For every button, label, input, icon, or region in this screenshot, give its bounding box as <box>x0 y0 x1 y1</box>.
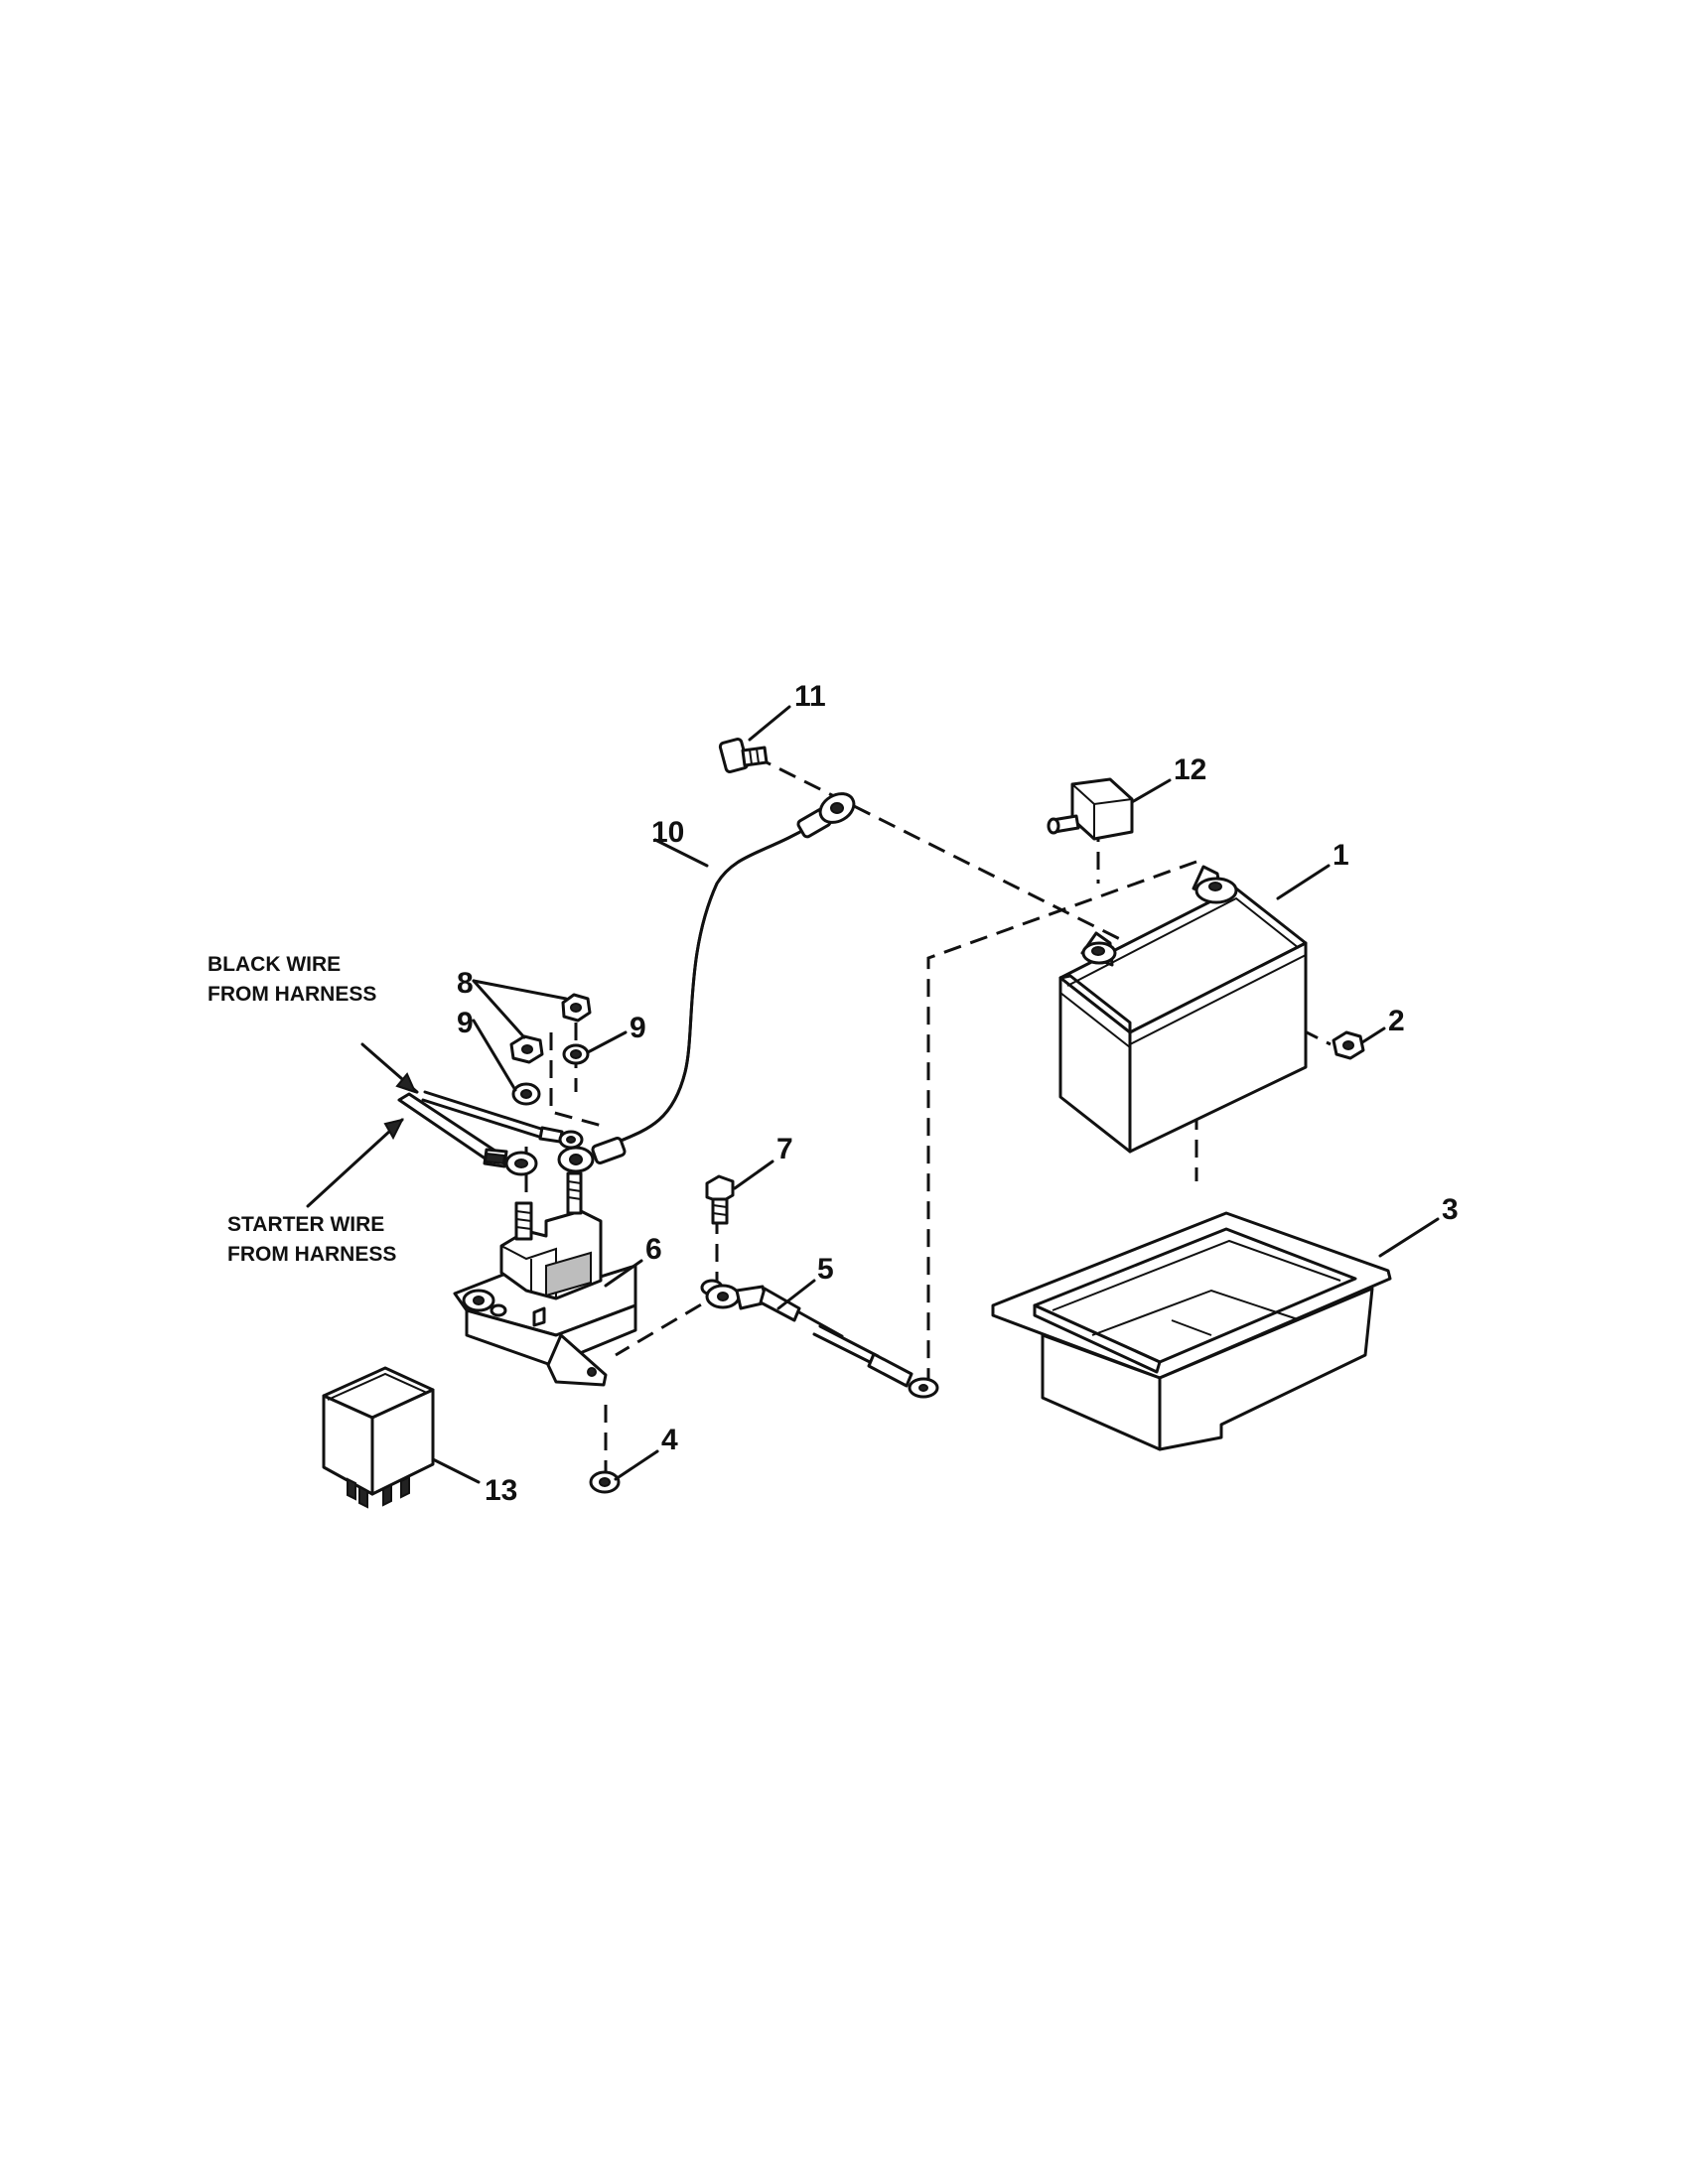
battery-tray-3 <box>991 1211 1392 1451</box>
wire-callouts: BLACK WIRE FROM HARNESS STARTER WIRE FRO… <box>208 953 396 1266</box>
label-6: 6 <box>645 1233 662 1266</box>
label-2: 2 <box>1388 1005 1405 1037</box>
washer-9-right <box>562 1043 590 1065</box>
starter-wire-label-line1: STARTER WIRE <box>227 1213 384 1236</box>
label-8: 8 <box>457 967 474 1000</box>
label-5: 5 <box>817 1253 834 1286</box>
black-wire <box>421 1090 584 1150</box>
label-4: 4 <box>661 1424 678 1456</box>
screw-7 <box>705 1174 735 1225</box>
terminal-boot-12 <box>1047 777 1134 841</box>
label-9-left: 9 <box>457 1007 474 1039</box>
part-number-labels: 11 12 1 2 3 10 7 5 6 4 13 8 9 9 <box>457 680 1459 1507</box>
hex-nut-2 <box>1332 1030 1365 1060</box>
label-3: 3 <box>1442 1193 1459 1226</box>
label-12: 12 <box>1174 753 1206 786</box>
label-1: 1 <box>1333 839 1349 872</box>
starter-wire <box>397 1092 538 1176</box>
leader-lines <box>306 705 1440 1484</box>
label-13: 13 <box>485 1474 517 1507</box>
battery-cable-10 <box>557 792 856 1173</box>
lock-washer-4 <box>589 1470 621 1494</box>
black-wire-label-line1: BLACK WIRE <box>208 953 341 976</box>
solenoid-6 <box>453 1171 637 1387</box>
washer-9-left <box>511 1082 541 1106</box>
battery-1 <box>1058 865 1308 1154</box>
terminal-nut-8-left <box>509 1034 544 1064</box>
black-wire-label-line2: FROM HARNESS <box>208 983 376 1006</box>
label-10: 10 <box>651 816 684 849</box>
ground-cable-5 <box>700 1279 939 1399</box>
starter-wire-label-line2: FROM HARNESS <box>227 1243 396 1266</box>
label-9-right: 9 <box>630 1012 646 1044</box>
label-7: 7 <box>776 1133 793 1165</box>
bolt-11 <box>718 738 769 773</box>
label-11: 11 <box>794 680 826 713</box>
terminal-nut-8-right <box>561 993 592 1023</box>
relay-13 <box>322 1366 435 1509</box>
